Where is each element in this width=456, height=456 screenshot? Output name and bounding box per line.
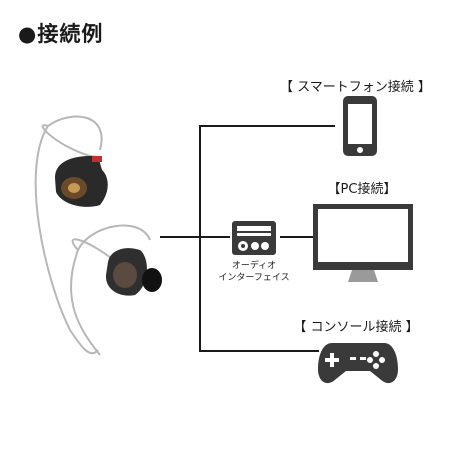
line-to-smartphone [199, 125, 335, 127]
smartphone-icon [343, 96, 377, 156]
console-label: 【 コンソール接続 】 [293, 320, 419, 335]
smartphone-label: 【 スマートフォン接続 】 [280, 80, 431, 95]
interface-label-line1: オーディオ [231, 261, 277, 271]
interface-label-line2: インターフェイス [218, 273, 290, 283]
line-to-console [199, 350, 319, 352]
monitor-icon [313, 204, 413, 282]
line-earphone-to-interface [160, 236, 230, 238]
gamepad-icon [318, 343, 398, 384]
audio-interface-icon [232, 221, 276, 255]
page-title: ●接続例 [18, 22, 104, 46]
pc-label: 【PC接続】 [327, 182, 397, 197]
line-interface-to-pc [280, 236, 314, 238]
vertical-bus-line [199, 125, 201, 352]
